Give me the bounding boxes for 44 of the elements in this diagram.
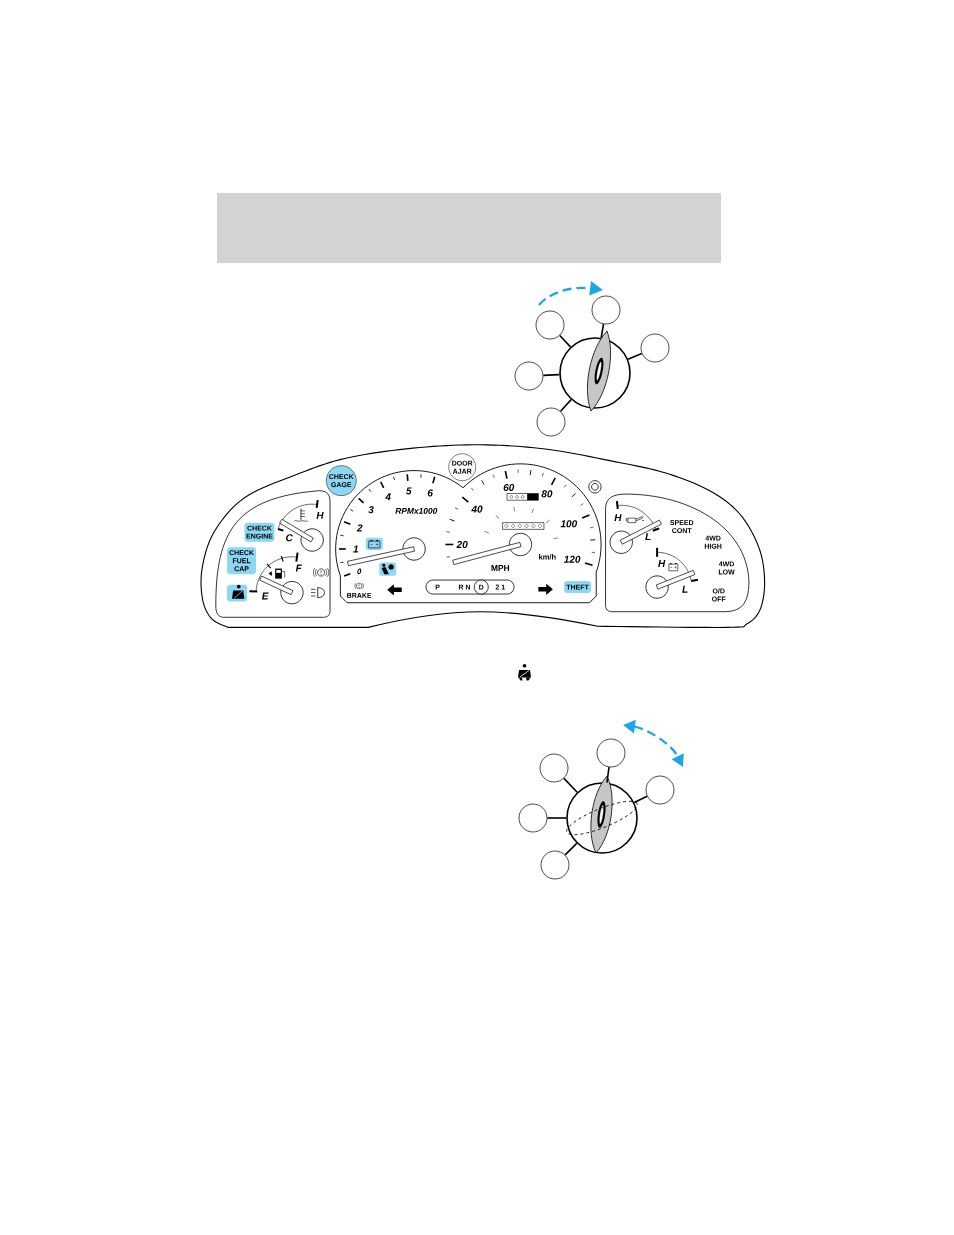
leader-line	[563, 777, 578, 793]
gauge-number: 120	[563, 555, 581, 563]
leader-line	[546, 817, 567, 819]
gauge-caption: MPH	[491, 565, 510, 571]
callout-circle	[591, 295, 621, 325]
callout-circle	[640, 333, 670, 363]
callout-circle	[514, 361, 544, 391]
gauge-caption: RPMx1000	[395, 507, 438, 514]
gauge-letter: E	[261, 592, 269, 600]
gauge-letter: H	[316, 511, 324, 519]
leader-line	[606, 766, 610, 784]
lock-cylinder	[559, 330, 631, 412]
gauge-letter: H	[658, 560, 666, 567]
gauge-number: 80	[541, 490, 553, 498]
callout-circle	[645, 775, 675, 805]
callout-circle	[536, 407, 566, 437]
gauge-number: 6	[427, 489, 433, 497]
leader-line	[627, 352, 643, 361]
gauge-number: 2	[356, 524, 363, 532]
callout-circle	[596, 738, 626, 768]
leader-line	[542, 373, 561, 377]
gauge-number: 20	[456, 540, 468, 549]
gauge-number: 40	[471, 505, 483, 513]
gauge-number: 100	[560, 520, 578, 528]
leader-line	[559, 398, 572, 413]
gauge-number: 1	[353, 545, 359, 553]
gauge-letter: C	[286, 534, 293, 542]
callout-circle	[518, 803, 548, 833]
gauge-letter: F	[295, 564, 302, 572]
gauge-number: 5	[406, 487, 412, 495]
callout-circle	[535, 310, 565, 340]
leader-line	[559, 334, 572, 348]
gauge-letter: H	[614, 514, 622, 522]
gauge-number: 60	[503, 483, 515, 491]
lock-cylinder	[566, 775, 638, 854]
callout-circle	[540, 850, 570, 880]
gauge-letter: L	[682, 585, 688, 593]
leader-line	[633, 795, 648, 804]
leader-line	[564, 842, 578, 856]
gauge-letter: L	[645, 533, 651, 541]
callout-circle	[539, 753, 569, 783]
gauge-number: 3	[368, 506, 374, 514]
leader-line	[600, 323, 605, 339]
gauge-number: 4	[385, 493, 391, 501]
